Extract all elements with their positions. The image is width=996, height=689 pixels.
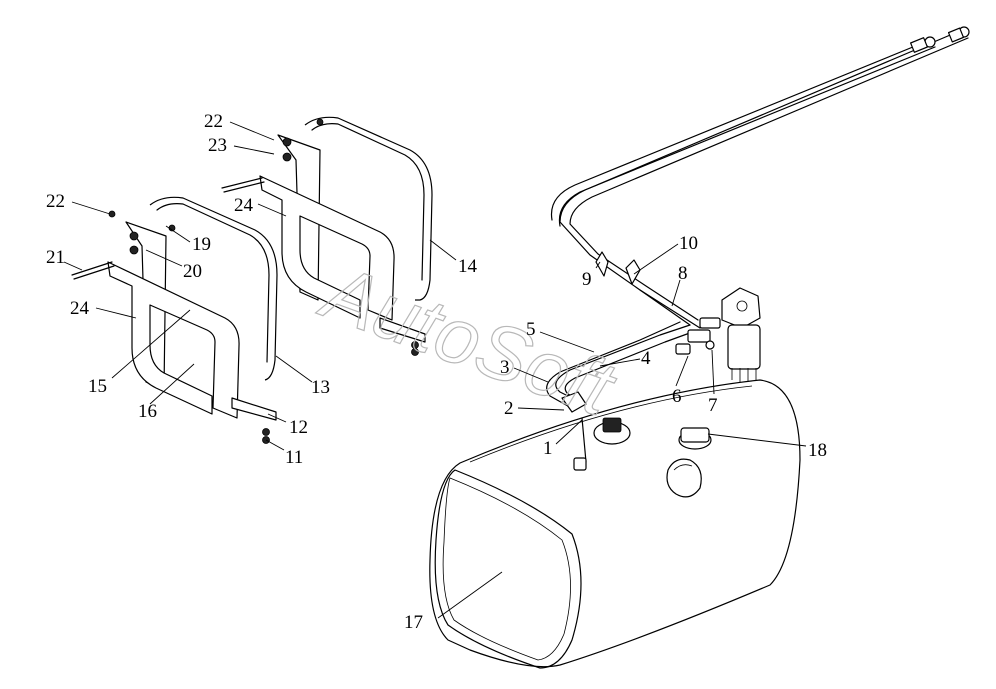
callout-18: 18 [808, 440, 827, 461]
callout-8: 8 [678, 263, 688, 284]
callout-16: 16 [138, 401, 157, 422]
callout-5: 5 [526, 319, 536, 340]
callout-6: 6 [672, 386, 682, 407]
callout-22-right: 22 [204, 111, 223, 132]
callout-11: 11 [285, 447, 303, 468]
callout-12: 12 [289, 417, 308, 438]
callout-3: 3 [500, 357, 510, 378]
leader-lines [63, 121, 807, 619]
callout-10: 10 [679, 233, 698, 254]
callout-9: 9 [582, 269, 592, 290]
callout-2: 2 [504, 398, 514, 419]
callout-15: 15 [88, 376, 107, 397]
callout-17: 17 [404, 612, 423, 633]
callout-4: 4 [641, 348, 651, 369]
callout-labels: 1 2 3 4 5 6 7 8 9 10 11 12 13 14 15 16 1… [46, 111, 827, 633]
callout-20: 20 [183, 261, 202, 282]
callout-14: 14 [458, 256, 478, 277]
fuel-filter [675, 287, 761, 382]
callout-24-left: 24 [70, 298, 90, 319]
bracket-assembly-lower [71, 196, 278, 444]
bracket-assembly-upper [221, 116, 433, 356]
callout-19: 19 [192, 234, 211, 255]
fuel-tank [429, 379, 801, 669]
callout-22-left: 22 [46, 191, 65, 212]
callout-13: 13 [311, 377, 330, 398]
callout-21: 21 [46, 247, 65, 268]
fuel-lines [546, 26, 970, 411]
callout-23: 23 [208, 135, 227, 156]
callout-24-right: 24 [234, 195, 254, 216]
pipe-clamps [595, 251, 641, 285]
callout-1: 1 [543, 438, 553, 459]
callout-7: 7 [708, 395, 718, 416]
